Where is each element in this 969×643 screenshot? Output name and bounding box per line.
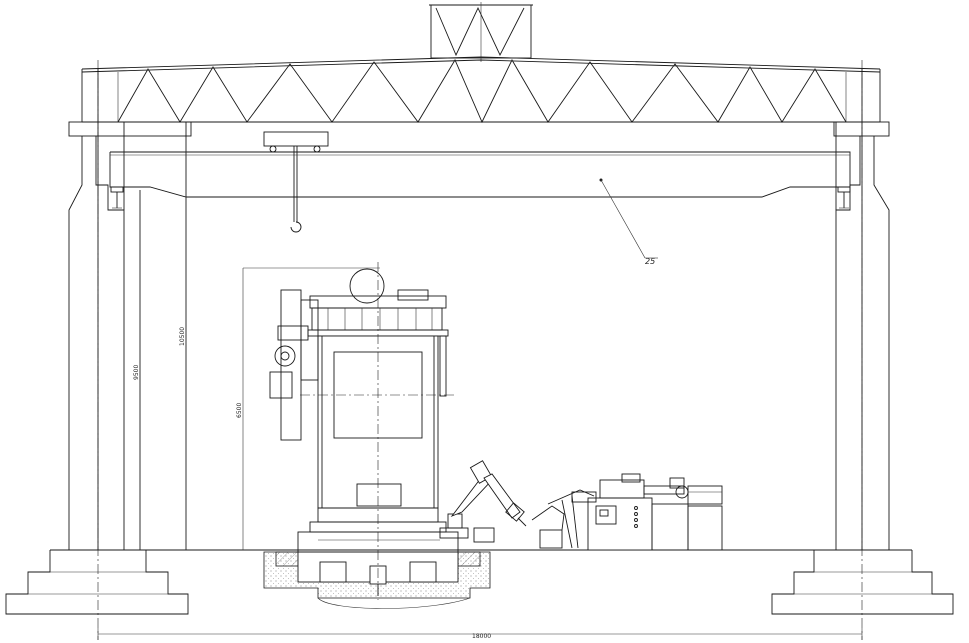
dim-press-height: 6500: [236, 403, 243, 418]
crane-trolley-hook: [263, 131, 329, 233]
callout-label: 25: [645, 257, 655, 266]
right-footing: [771, 550, 954, 615]
left-footing: [5, 550, 189, 615]
dim-column-height: 9500: [133, 365, 140, 380]
roof-ventilator: [429, 2, 533, 62]
coil-feeder-unit: [571, 473, 723, 551]
roof-truss: [81, 56, 881, 124]
left-column: [68, 60, 192, 640]
robot-arm: [439, 460, 527, 543]
right-column: [833, 60, 890, 640]
overhead-crane-bridge: [109, 151, 851, 209]
dim-crane-height: 10500: [179, 327, 186, 346]
dimension-lines: [97, 140, 863, 640]
press-foundation-pit: [263, 551, 491, 609]
press-machine: [269, 262, 459, 600]
dim-total-width: 18000: [472, 633, 491, 640]
callout-leader: [599, 178, 658, 259]
conveyor-chute: [531, 489, 595, 549]
